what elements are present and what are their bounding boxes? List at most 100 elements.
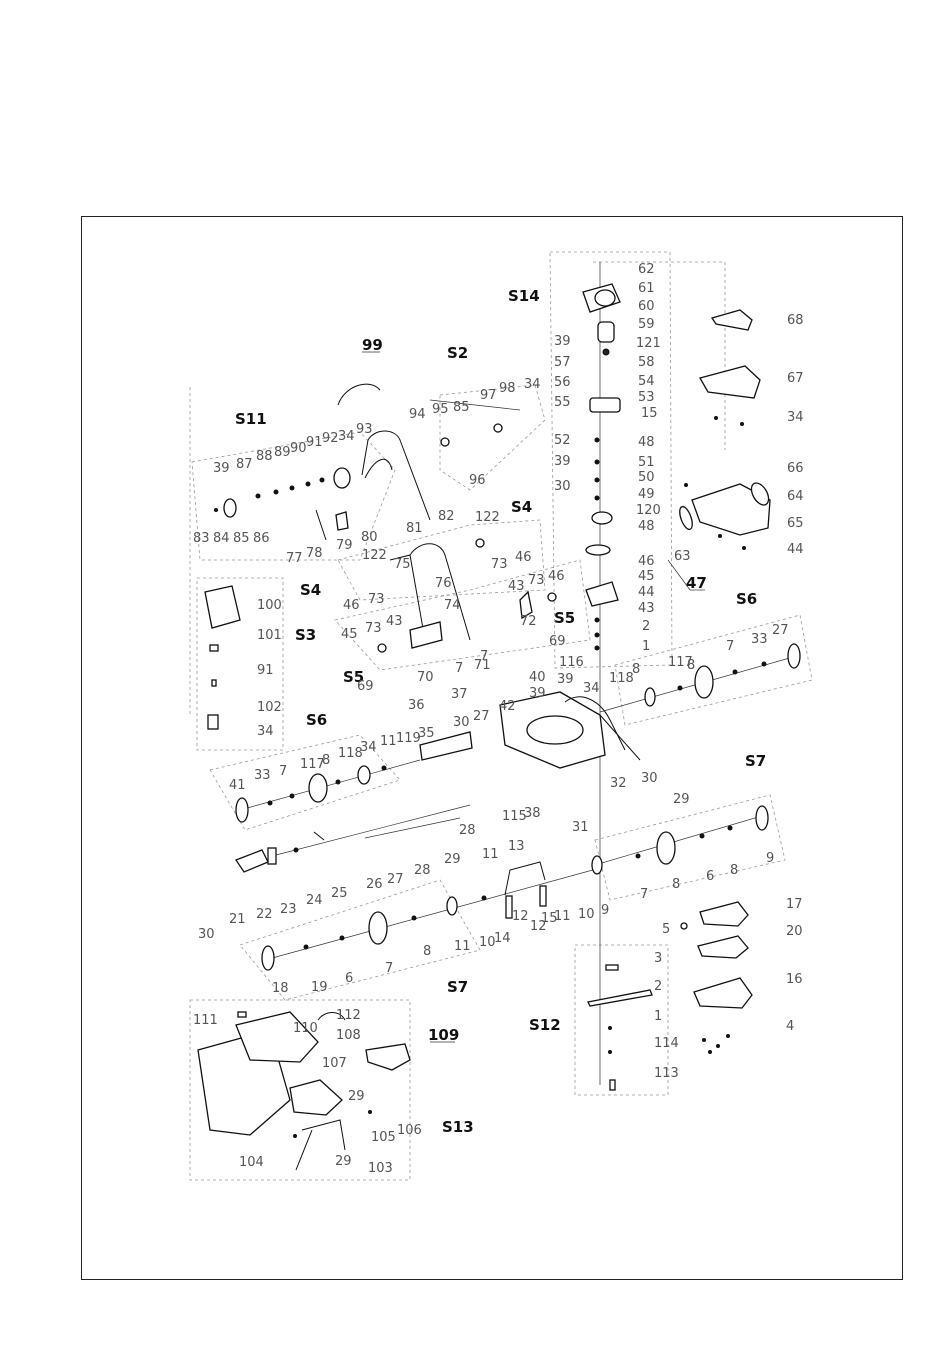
label-s3: S3 [295,626,316,644]
part-label: 117 [668,655,693,670]
part-label: 59 [638,317,655,332]
part-label: 62 [638,262,655,277]
part-label: 33 [751,632,768,647]
part-label: 85 [233,531,250,546]
part-label: 8 [730,863,738,878]
part-label: 42 [499,699,516,714]
part-label: 36 [408,698,425,713]
label-s4-left: S4 [300,581,321,599]
part-label: 81 [406,521,423,536]
part-label: 72 [520,614,537,629]
part-label: 92 [322,431,339,446]
part-label: 80 [361,530,378,545]
part-label: 58 [638,355,655,370]
part-label: 39 [557,672,574,687]
part-label: 57 [554,355,571,370]
part-label: 45 [638,569,655,584]
part-label: 50 [638,470,655,485]
part-label: 60 [638,299,655,314]
part-label: 69 [357,679,374,694]
part-label: 64 [787,489,804,504]
part-label: 17 [786,897,803,912]
part-label: 28 [459,823,476,838]
part-label: 116 [559,655,584,670]
part-label: 7 [385,961,393,976]
label-47: 47 [686,574,707,592]
part-label: 78 [306,546,323,561]
part-label: 120 [636,503,661,518]
part-label: 39 [554,454,571,469]
rear-wheels-left [235,731,473,823]
part-label: 89 [274,445,291,460]
part-label: 115 [502,809,527,824]
part-label: 39 [213,461,230,476]
part-label: 46 [548,569,565,584]
part-label: 7 [726,639,734,654]
part-label: 30 [453,715,470,730]
part-label: 39 [529,686,546,701]
part-label: 77 [286,551,303,566]
part-label: 79 [336,538,353,553]
part-label: 43 [638,601,655,616]
part-label: 104 [239,1155,264,1170]
label-s14: S14 [508,287,540,305]
part-label: 114 [654,1036,679,1051]
part-label: 43 [508,579,525,594]
part-label: 63 [674,549,691,564]
part-label: 101 [257,628,282,643]
part-label: 20 [786,924,803,939]
part-label: 7 [640,887,648,902]
part-label: 51 [638,455,655,470]
part-label: 14 [494,931,511,946]
part-label: 107 [322,1056,347,1071]
part-label: 75 [394,557,411,572]
part-label: 103 [368,1161,393,1176]
part-label: 95 [432,402,449,417]
part-label: 73 [528,573,545,588]
part-label: 7 [455,661,463,676]
part-label: 13 [508,839,525,854]
label-s13: S13 [442,1118,474,1136]
label-s12: S12 [529,1016,561,1034]
part-label: 117 [300,757,325,772]
part-label: 15 [541,911,558,926]
section-labels: S14 S11 S2 S4 S4 S3 S5 S5 S6 S6 S7 S7 S1… [235,287,766,1136]
motor-assembly [582,262,621,1085]
part-label: 54 [638,374,655,389]
part-label: 83 [193,531,210,546]
part-label: 40 [529,670,546,685]
part-label: 91 [257,663,274,678]
part-label: 22 [256,907,273,922]
part-label: 1 [642,639,650,654]
part-label: 2 [654,979,662,994]
part-label: 23 [280,902,297,917]
part-label: 82 [438,509,455,524]
part-label: 70 [417,670,434,685]
part-label: 53 [638,390,655,405]
part-label: 88 [256,449,273,464]
part-label: 8 [687,658,695,673]
part-label: 68 [787,313,804,328]
label-s5-left: S5 [343,668,364,686]
blade-assembly [587,964,653,1091]
part-label: 38 [524,806,541,821]
part-label: 32 [610,776,627,791]
part-label: 37 [451,687,468,702]
part-label: 41 [229,778,246,793]
part-label: 18 [272,981,289,996]
part-label: 96 [469,473,486,488]
part-number-labels: 62 61 60 59 121 58 54 53 15 57 56 55 39 … [193,262,804,1176]
part-label: 90 [290,441,307,456]
part-label: 35 [418,726,435,741]
part-label: 34 [257,724,274,739]
part-label: 86 [253,531,270,546]
part-label: 61 [638,281,655,296]
part-label: 11 [554,909,571,924]
front-panels [680,901,753,1054]
label-s7-left: S7 [447,978,468,996]
part-label: 10 [578,907,595,922]
part-label: 73 [368,592,385,607]
part-label: 34 [360,740,377,755]
part-label: 12 [512,909,529,924]
part-label: 43 [386,614,403,629]
